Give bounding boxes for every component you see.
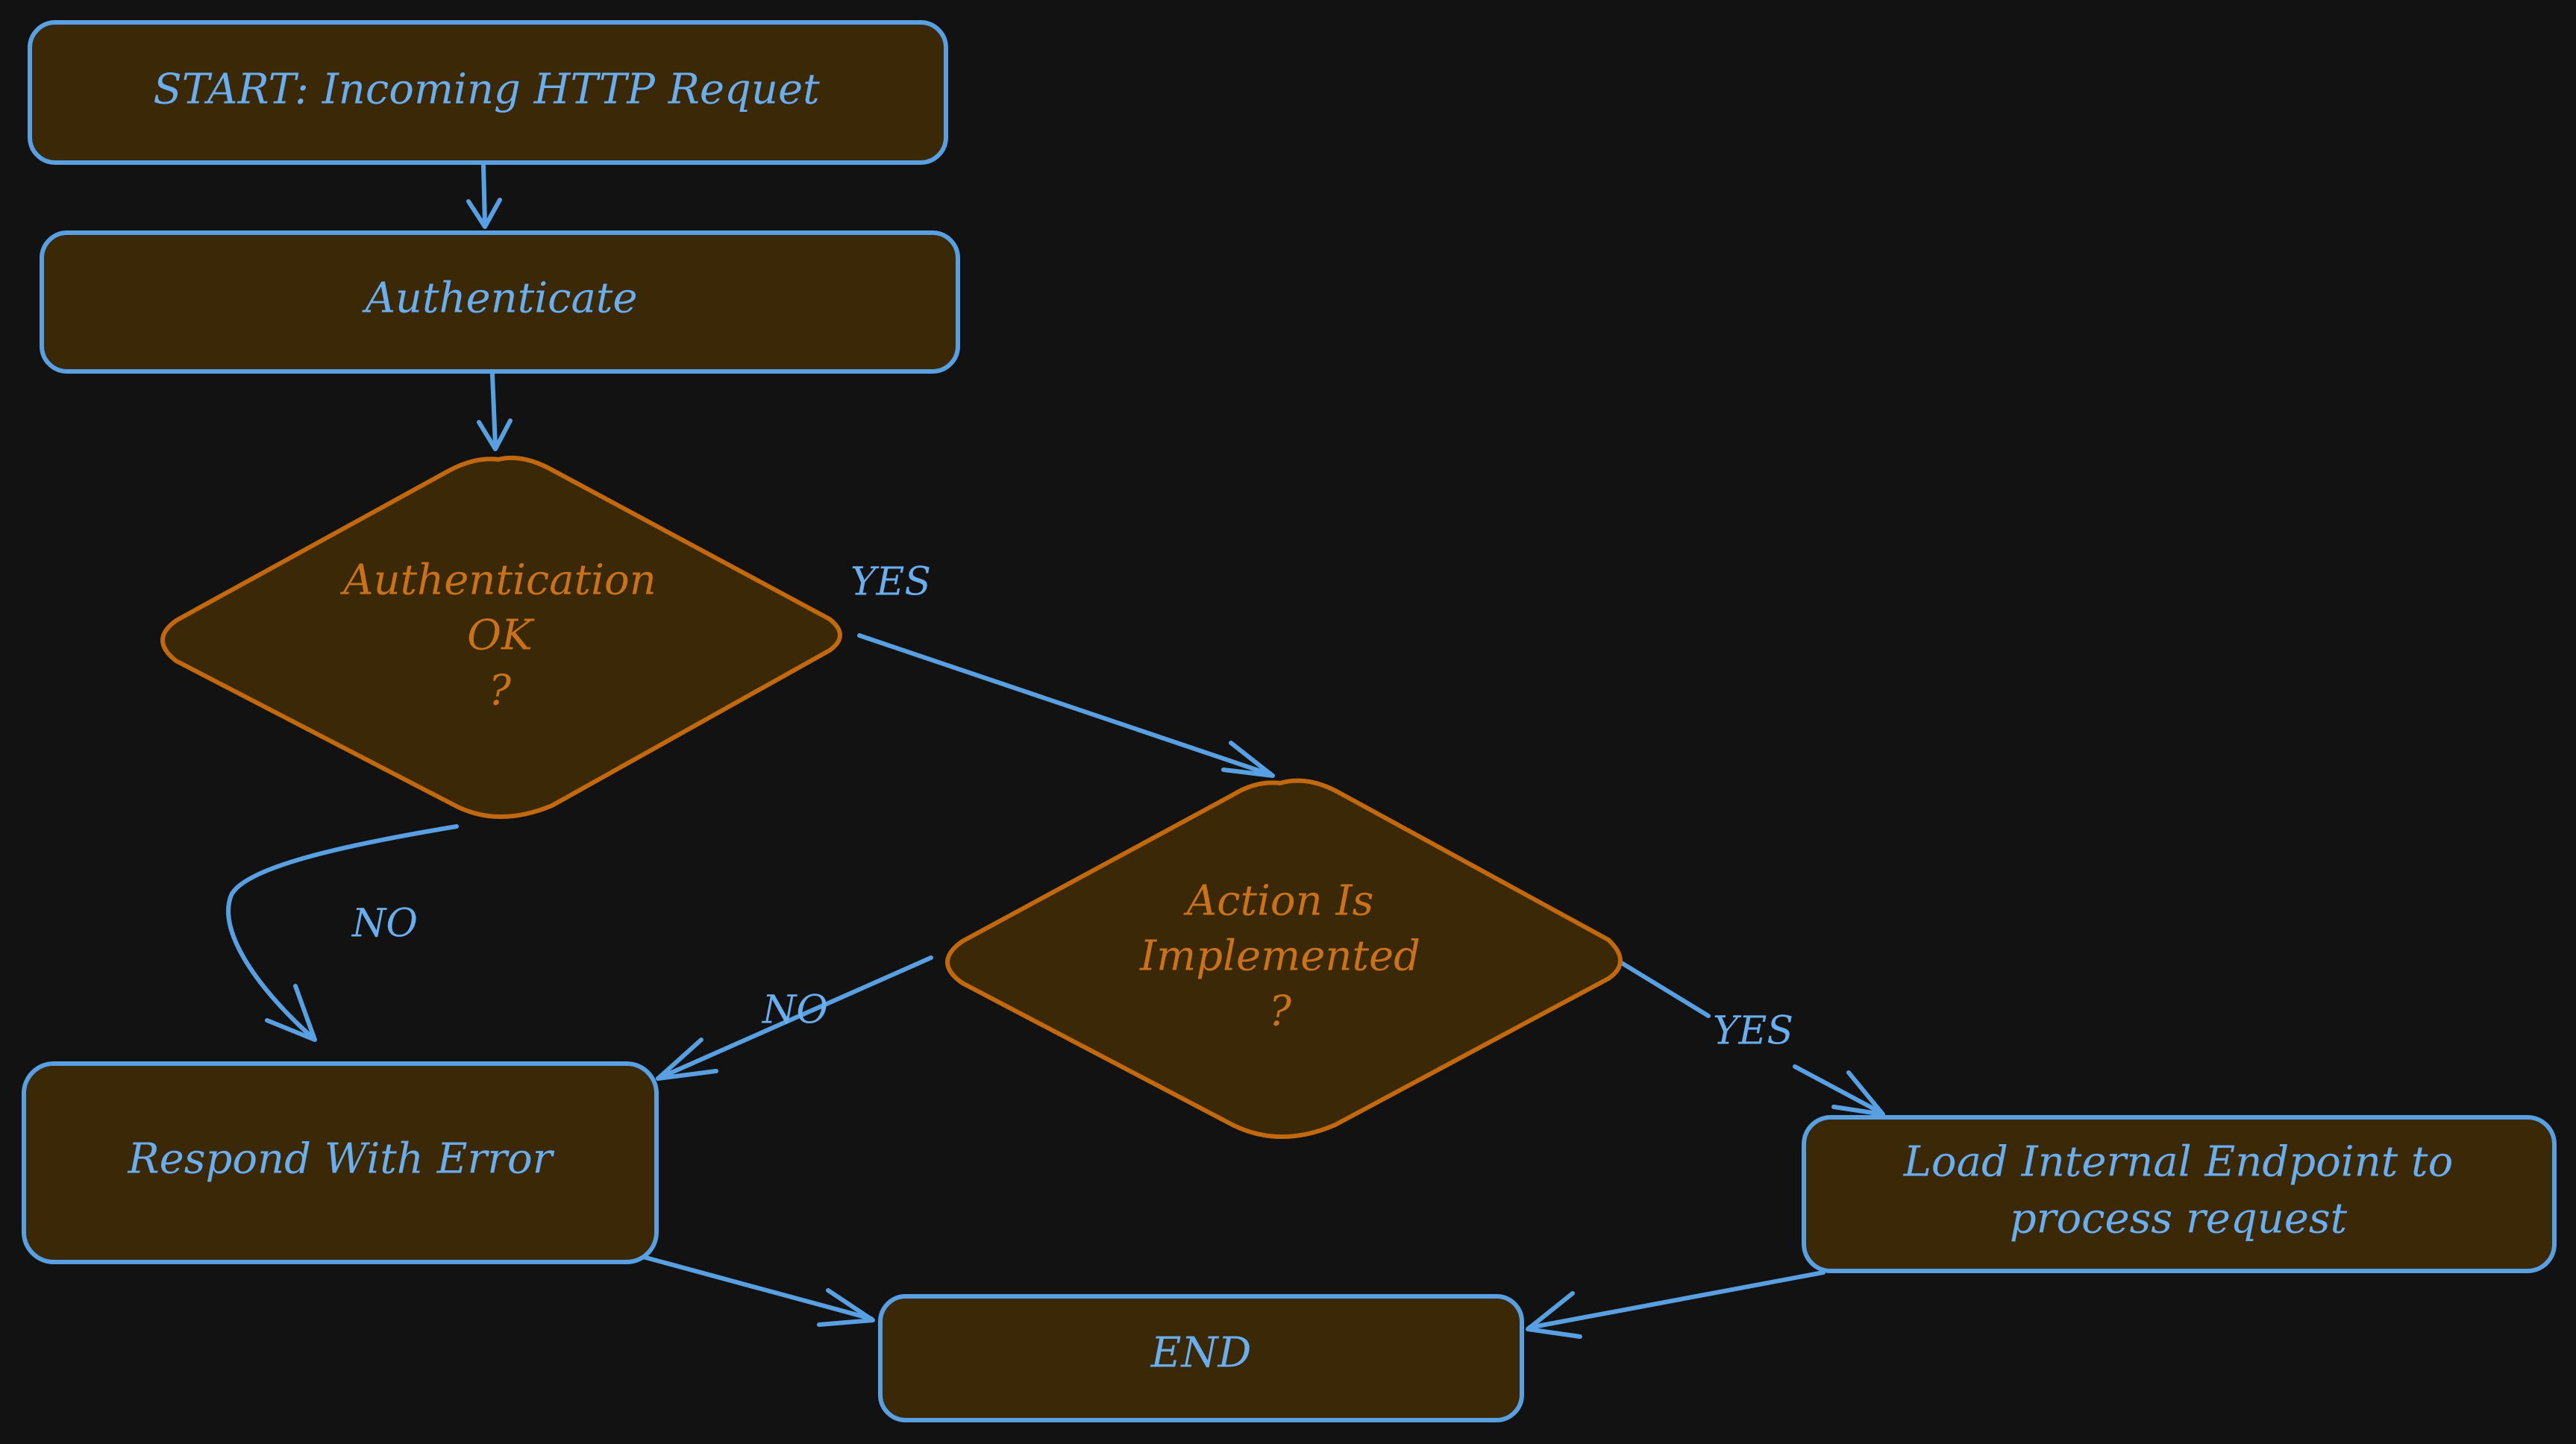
edge-label-auth-yes: YES (850, 560, 931, 605)
edge-authenticate-to-auth-ok (477, 372, 513, 451)
node-authenticate: Authenticate (40, 230, 960, 374)
node-auth-ok-decision: Authentication OK ? (160, 455, 842, 819)
auth-ok-line-3: ? (489, 667, 512, 715)
action-line-2: Implemented (1139, 932, 1420, 981)
node-end: END (878, 1294, 1524, 1422)
action-line-1: Action Is (1183, 877, 1374, 926)
edge-auth-ok-yes (857, 633, 1275, 778)
node-load-endpoint: Load Internal Endpoint to process reques… (1802, 1115, 2557, 1273)
edge-action-no (656, 955, 933, 1081)
edge-label-action-yes: YES (1713, 1009, 1793, 1054)
edge-load-to-end (1526, 1270, 1826, 1339)
edge-auth-ok-no (226, 824, 459, 1042)
node-start: START: Incoming HTTP Requet (28, 20, 948, 165)
edge-error-to-end (638, 1254, 875, 1327)
auth-ok-line-2: OK (467, 612, 535, 660)
edge-start-to-authenticate (466, 163, 502, 229)
edge-action-yes (1618, 960, 1885, 1117)
auth-ok-line-1: Authentication (339, 556, 656, 605)
action-line-3: ? (1269, 988, 1292, 1036)
node-start-label: START: Incoming HTTP Requet (153, 66, 820, 114)
node-action-implemented-decision: Action Is Implemented ? (945, 778, 1623, 1139)
node-respond-error: Respond With Error (22, 1061, 659, 1264)
node-authenticate-label: Authenticate (361, 274, 637, 323)
node-end-label: END (1150, 1329, 1252, 1378)
load-endpoint-line-2: process request (2010, 1195, 2348, 1243)
node-respond-error-label: Respond With Error (127, 1135, 554, 1184)
edge-label-action-no: NO (761, 988, 828, 1033)
load-endpoint-line-1: Load Internal Endpoint to (1903, 1138, 2454, 1187)
edge-label-auth-no: NO (351, 902, 418, 947)
